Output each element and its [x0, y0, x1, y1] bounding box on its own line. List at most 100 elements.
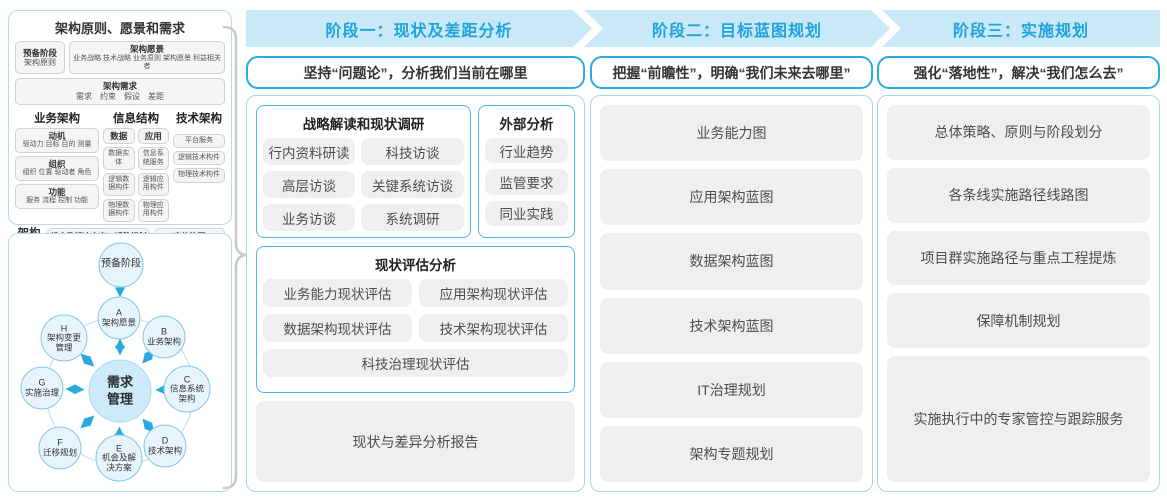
application-subcolumn: 应用 信息系统服务 逻辑应用构件 物理应用构件 — [137, 127, 169, 225]
current-assessment-title: 现状评估分析 — [375, 258, 456, 273]
strategy-item: 关键系统访谈 — [360, 171, 464, 198]
strategy-research-box: 战略解读和现状调研 行内资料研读 科技访谈 高层访谈 关键系统访谈 业务访谈 系… — [256, 105, 471, 238]
physical-tech-component: 物理技术构件 — [173, 168, 225, 183]
phase2-subtitle-label: 把握“前瞻性”，明确“我们未来去哪里” — [612, 64, 851, 81]
adm-node-e: E 机会及解决方案 — [95, 434, 143, 482]
phase1-subtitle-label: 坚持“问题论”，分析我们当前在哪里 — [303, 64, 528, 81]
adm-node-g: G 实施治理 — [20, 366, 64, 410]
center-g-arrow — [65, 384, 85, 395]
architecture-vision-title: 架构愿景 — [129, 44, 164, 54]
adm-prep-circle: 预备阶段 — [98, 242, 144, 288]
adm-node-a: A 架构愿景 — [97, 296, 141, 340]
strategy-item: 系统调研 — [360, 204, 464, 231]
business-architecture-column: 业务架构 动机 驱动力 目标 目的 测量 组织 组织 位置 驱动者 角色 功能 … — [15, 107, 99, 225]
adm-node-a-label: 架构愿景 — [101, 317, 136, 328]
strategy-item: 科技访谈 — [360, 138, 464, 165]
phase3-subtitle: 强化“落地性”，解决“我们怎么去” — [877, 56, 1160, 89]
assessment-item: 数据架构现状评估 — [263, 314, 412, 342]
phase1-container: 战略解读和现状调研 行内资料研读 科技访谈 高层访谈 关键系统访谈 业务访谈 系… — [246, 95, 585, 492]
adm-node-b: B 业务架构 — [142, 315, 186, 359]
phase1-subtitle: 坚持“问题论”，分析我们当前在哪里 — [246, 56, 585, 89]
adm-node-d-letter: D — [161, 435, 169, 446]
information-structure-title: 信息结构 — [113, 112, 159, 125]
architecture-requirements-title: 架构需求 — [102, 81, 137, 92]
information-structure-column: 信息结构 数据 数据实体 逻辑数据构件 物理数据构件 应用 信息系统服务 逻辑应… — [103, 107, 169, 225]
data-title: 数据 — [110, 130, 128, 141]
prep-phase-title: 预备阶段 — [22, 47, 57, 58]
assessment-item: 科技治理现状评估 — [263, 349, 568, 377]
assessment-item: 应用架构现状评估 — [419, 279, 568, 307]
phase3-item: 实施执行中的专家管控与跟踪服务 — [887, 356, 1150, 483]
framework-title: 架构原则、愿景和需求 — [54, 21, 185, 36]
adm-node-e-label: 机会及解决方案 — [101, 452, 136, 473]
prep-phase-box: 预备阶段 架构原则 — [15, 41, 65, 75]
phase2-header: 阶段二：目标蓝图规划 — [584, 10, 890, 47]
external-item: 行业趋势 — [485, 138, 568, 164]
application-title: 应用 — [144, 130, 162, 141]
strategy-research-title: 战略解读和现状调研 — [302, 117, 425, 132]
adm-node-d-label: 技术架构 — [147, 445, 182, 456]
external-item: 监管要求 — [485, 169, 568, 195]
phase3-subtitle-label: 强化“落地性”，解决“我们怎么去” — [913, 64, 1124, 81]
external-analysis-box: 外部分析 行业趋势 监管要求 同业实践 — [478, 105, 575, 238]
adm-node-f: F 迁移规划 — [38, 426, 82, 470]
strategy-item: 业务访谈 — [263, 204, 355, 231]
phase3-item: 各条线实施路径线路图 — [887, 167, 1150, 223]
adm-node-b-letter: B — [160, 326, 167, 337]
adm-node-a-letter: A — [115, 307, 122, 318]
strategy-item: 高层访谈 — [263, 171, 355, 198]
logical-data-component: 逻辑数据构件 — [103, 173, 135, 196]
assessment-item: 业务能力现状评估 — [263, 279, 412, 307]
adm-node-g-letter: G — [38, 377, 46, 388]
platform-service: 平台服务 — [173, 133, 225, 149]
phase1-header-label: 阶段一：现状及差距分析 — [325, 22, 513, 40]
function-sub: 服务 流程 控制 功能 — [26, 197, 88, 205]
phase2-subtitle: 把握“前瞻性”，明确“我们未来去哪里” — [590, 56, 873, 89]
physical-data-component: 物理数据构件 — [103, 198, 135, 222]
phase2-item: 数据架构蓝图 — [600, 233, 863, 290]
adm-prep-label: 预备阶段 — [101, 258, 141, 270]
strategy-item: 行内资料研读 — [263, 138, 355, 165]
motivation-sub: 驱动力 目标 目的 测量 — [22, 141, 92, 149]
phase2-item: 业务能力图 — [600, 105, 863, 162]
adm-center-circle: 需求管理 — [88, 359, 152, 423]
organization-box: 组织 组织 位置 驱动者 角色 — [15, 155, 99, 181]
adm-node-g-label: 实施治理 — [24, 387, 59, 398]
physical-app-component: 物理应用构件 — [137, 198, 169, 222]
function-title: 功能 — [48, 186, 66, 197]
function-box: 功能 服务 流程 控制 功能 — [15, 183, 99, 209]
phase3-item: 总体策略、原则与阶段划分 — [887, 105, 1150, 160]
center-f-arrow — [80, 415, 95, 429]
phase3-header: 阶段三：实施规划 — [882, 10, 1160, 47]
phase2-item: 技术架构蓝图 — [600, 297, 863, 354]
info-system-service: 信息系统服务 — [137, 147, 169, 171]
data-subcolumn: 数据 数据实体 逻辑数据构件 物理数据构件 — [103, 127, 135, 225]
motivation-box: 动机 驱动力 目标 目的 测量 — [15, 127, 99, 153]
architecture-requirements-sub: 需求 约束 假设 差距 — [76, 92, 164, 102]
phase1-header: 阶段一：现状及差距分析 — [246, 10, 592, 47]
phase2-item: 应用架构蓝图 — [600, 169, 863, 226]
phase3-item: 项目群实施路径与重点工程提炼 — [887, 230, 1150, 286]
adm-node-c-letter: C — [183, 374, 191, 385]
assessment-item: 技术架构现状评估 — [419, 314, 568, 342]
adm-node-b-label: 业务架构 — [146, 336, 181, 347]
adm-cycle-panel: 预备阶段 需求管理 A 架构愿景 B 业务架构 C 信息系统架构 D 技术架构 … — [8, 233, 232, 492]
phase2-item: IT治理规划 — [600, 361, 863, 418]
business-architecture-title: 业务架构 — [34, 112, 80, 125]
current-assessment-box: 现状评估分析 业务能力现状评估 应用架构现状评估 数据架构现状评估 技术架构现状… — [256, 246, 575, 393]
technology-architecture-column: 技术架构 平台服务 逻辑技术构件 物理技术构件 — [173, 107, 225, 225]
data-entity: 数据实体 — [103, 147, 135, 171]
adm-node-f-letter: F — [57, 437, 63, 448]
prep-phase-sub: 架构原则 — [24, 58, 56, 68]
organization-sub: 组织 位置 驱动者 角色 — [22, 169, 92, 177]
adm-node-d: D 技术架构 — [143, 424, 187, 468]
adm-node-c: C 信息系统架构 — [163, 365, 211, 413]
adm-node-f-label: 迁移规划 — [42, 447, 77, 458]
external-item: 同业实践 — [485, 200, 568, 226]
gap-analysis-report-box: 现状与差异分析报告 — [256, 401, 575, 482]
architecture-content-framework-panel: 架构原则、愿景和需求 预备阶段 架构原则 架构愿景 业务战略 技术战略 业务原则… — [8, 10, 232, 256]
motivation-title: 动机 — [48, 130, 66, 141]
adm-center-label: 需求管理 — [106, 374, 133, 406]
logical-app-component: 逻辑应用构件 — [137, 173, 169, 196]
